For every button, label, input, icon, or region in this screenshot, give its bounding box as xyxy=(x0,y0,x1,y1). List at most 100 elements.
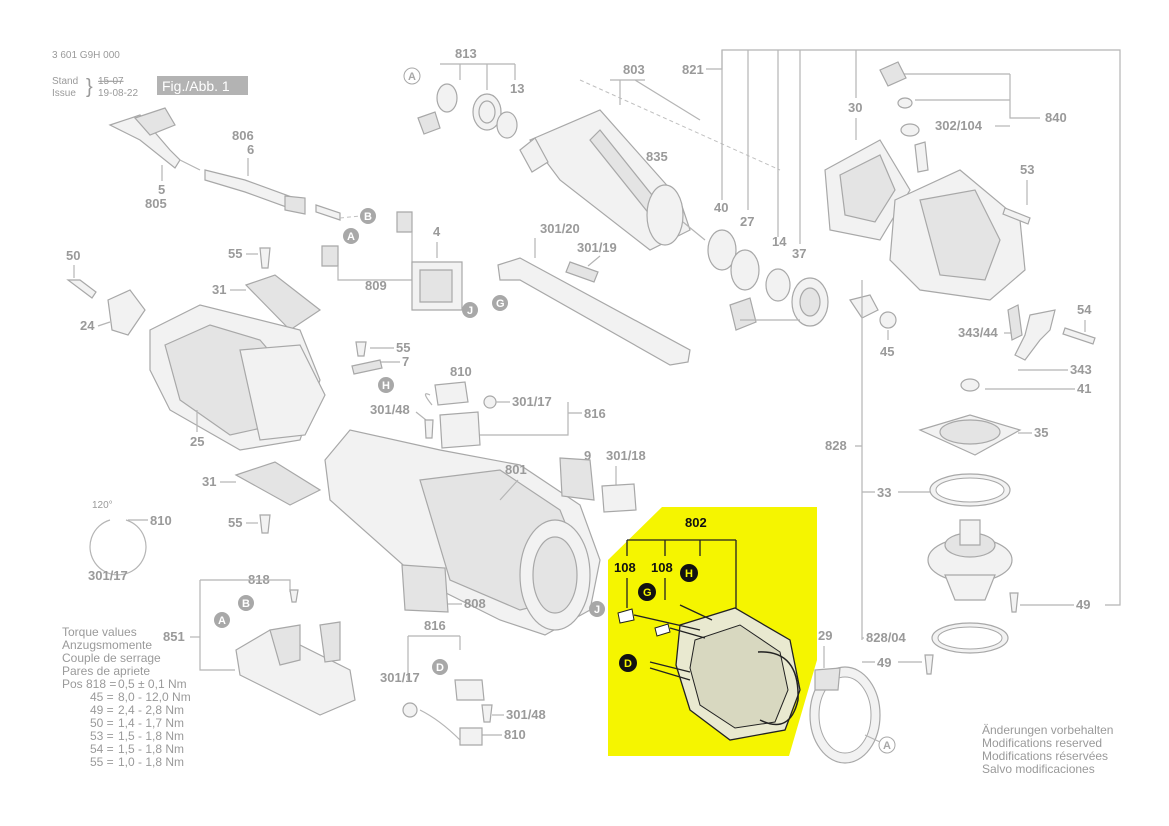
torque-pos-1: 45 = xyxy=(90,690,114,704)
label-301-17b: 301/17 xyxy=(88,568,128,583)
torque-val-0: 0,5 ± 0,1 Nm xyxy=(118,677,187,691)
callout-B1 xyxy=(360,208,376,224)
callout-J2 xyxy=(589,601,605,617)
label-816b: 816 xyxy=(424,618,446,633)
callout-A1 xyxy=(343,228,359,244)
label-6: 6 xyxy=(247,142,254,157)
label-49b: 49 xyxy=(877,655,891,670)
issue-date: 19-08-22 xyxy=(98,88,138,99)
label-813: 813 xyxy=(455,46,477,61)
svg-text:A: A xyxy=(218,615,226,627)
label-801: 801 xyxy=(505,462,527,477)
label-4: 4 xyxy=(433,224,441,239)
label-301-48a: 301/48 xyxy=(370,402,410,417)
brace: } xyxy=(86,76,93,98)
torque-val-5: 1,5 - 1,8 Nm xyxy=(118,742,184,756)
label-803: 803 xyxy=(623,62,645,77)
torque-val-1: 8,0 - 12,0 Nm xyxy=(118,690,191,704)
torque-title-0: Torque values xyxy=(62,625,137,639)
torque-values-table: Torque values Anzugsmomente Couple de se… xyxy=(62,625,191,769)
svg-text:A: A xyxy=(408,71,416,83)
torque-pos-2: 49 = xyxy=(90,703,114,717)
stand-date: 15-07 xyxy=(98,76,124,87)
label-31b: 31 xyxy=(202,474,216,489)
torque-pos-0: Pos 818 = xyxy=(62,677,116,691)
label-33: 33 xyxy=(877,485,891,500)
callout-B2 xyxy=(238,595,254,611)
label-37: 37 xyxy=(792,246,806,261)
label-810c: 810 xyxy=(504,727,526,742)
label-343-44: 343/44 xyxy=(958,325,999,340)
svg-text:G: G xyxy=(643,587,652,599)
callout-H1 xyxy=(378,377,394,393)
label-802: 802 xyxy=(685,515,707,530)
svg-text:B: B xyxy=(364,211,372,223)
power-cord-plug xyxy=(108,107,306,215)
gear-housing xyxy=(824,139,1026,301)
svg-text:J: J xyxy=(467,305,473,317)
label-851: 851 xyxy=(163,629,185,644)
figure-label: Fig./Abb. 1 xyxy=(162,78,230,94)
label-810a: 810 xyxy=(450,364,472,379)
label-806: 806 xyxy=(232,128,254,143)
torque-pos-6: 55 = xyxy=(90,755,114,769)
label-13: 13 xyxy=(510,81,524,96)
label-301-20: 301/20 xyxy=(540,221,580,236)
label-301-17a: 301/17 xyxy=(512,394,552,409)
label-805: 805 xyxy=(145,196,167,211)
stand-label: Stand xyxy=(52,76,78,87)
label-29: 29 xyxy=(818,628,832,643)
label-41: 41 xyxy=(1077,381,1091,396)
label-816a: 816 xyxy=(584,406,606,421)
label-108a: 108 xyxy=(614,560,636,575)
svg-text:D: D xyxy=(436,662,444,674)
svg-text:B: B xyxy=(242,598,250,610)
svg-text:G: G xyxy=(496,298,505,310)
figure-label-box xyxy=(157,76,248,95)
torque-pos-5: 54 = xyxy=(90,742,114,756)
label-343: 343 xyxy=(1070,362,1092,377)
main-housing xyxy=(324,429,601,636)
callout-A3 xyxy=(214,612,230,628)
label-55c: 55 xyxy=(228,515,242,530)
torque-val-6: 1,0 - 1,8 Nm xyxy=(118,755,184,769)
label-14: 14 xyxy=(772,234,787,249)
callout-H2 xyxy=(680,564,698,582)
label-45: 45 xyxy=(880,344,894,359)
label-53: 53 xyxy=(1020,162,1034,177)
label-5: 5 xyxy=(158,182,165,197)
label-9: 9 xyxy=(584,448,591,463)
torque-val-3: 1,4 - 1,7 Nm xyxy=(118,716,184,730)
label-27: 27 xyxy=(740,214,754,229)
label-7: 7 xyxy=(402,354,409,369)
doc-number: 3 601 G9H 000 xyxy=(52,50,120,61)
svg-text:H: H xyxy=(685,568,693,580)
mod-0: Änderungen vorbehalten xyxy=(982,723,1113,737)
armature xyxy=(519,109,706,251)
label-25: 25 xyxy=(190,434,204,449)
callout-D2 xyxy=(432,659,448,675)
label-301-48b: 301/48 xyxy=(506,707,546,722)
bevel-gear xyxy=(927,519,1013,601)
mod-1: Modifications reserved xyxy=(982,736,1102,750)
label-828: 828 xyxy=(825,438,847,453)
torque-title-1: Anzugsmomente xyxy=(62,638,152,652)
field-stator-802 xyxy=(617,604,801,741)
label-49a: 49 xyxy=(1076,597,1090,612)
callout-J1 xyxy=(462,302,478,318)
label-301-19: 301/19 xyxy=(577,240,617,255)
label-24: 24 xyxy=(80,318,95,333)
label-50: 50 xyxy=(66,248,80,263)
label-55a: 55 xyxy=(228,246,242,261)
issue-label: Issue xyxy=(52,88,76,99)
torque-pos-4: 53 = xyxy=(90,729,114,743)
svg-text:D: D xyxy=(624,658,632,670)
label-808: 808 xyxy=(464,596,486,611)
modifications-note: Änderungen vorbehalten Modifications res… xyxy=(982,723,1113,776)
angle-label: 120° xyxy=(92,500,113,511)
torque-pos-3: 50 = xyxy=(90,716,114,730)
mod-2: Modifications réservées xyxy=(982,749,1108,763)
mod-3: Salvo modificaciones xyxy=(982,762,1095,776)
torque-val-4: 1,5 - 1,8 Nm xyxy=(118,729,184,743)
switch-assembly xyxy=(235,621,356,716)
